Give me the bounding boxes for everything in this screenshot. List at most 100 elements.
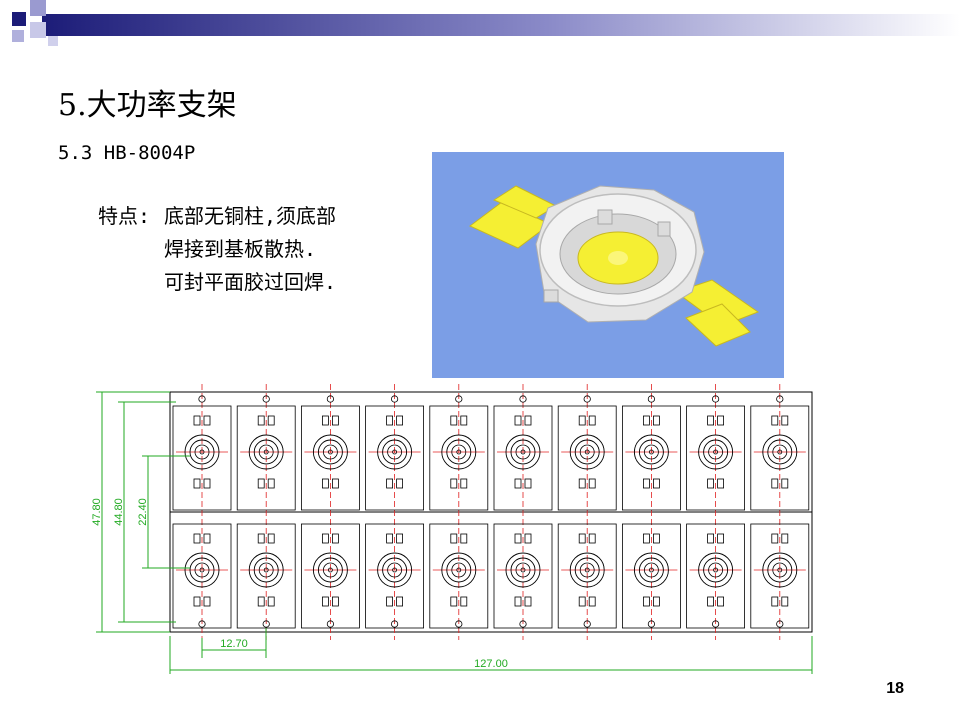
lead-pad (781, 415, 789, 426)
lead-pad (588, 596, 596, 607)
lead-pad (717, 596, 724, 607)
lead-pad (450, 596, 458, 607)
lead-pad (771, 478, 779, 489)
body-inner-ring (446, 557, 472, 583)
sprocket-hole (776, 620, 784, 628)
lead-pad (267, 415, 275, 426)
lead-pad (588, 533, 596, 544)
body-inner-ring (638, 439, 664, 465)
body-post (597, 209, 613, 225)
lead-pad (460, 596, 468, 607)
sprocket-hole (583, 395, 591, 403)
body-inner-ring (510, 557, 536, 583)
feature-row: 可封平面胶过回焊. (98, 266, 336, 299)
sprocket-hole (519, 620, 527, 628)
body-outer-ring (441, 552, 477, 588)
lead-pad (203, 596, 211, 607)
body-inner-ring (253, 439, 279, 465)
lead-pad (460, 415, 468, 426)
cell-frame (750, 405, 810, 511)
sprocket-hole (455, 395, 463, 403)
feature-line: 底部无铜柱,须底部 (164, 204, 337, 228)
die-mark (392, 567, 398, 573)
body-inner-ring (767, 439, 793, 465)
body-inner-ring (317, 439, 343, 465)
dim-total-width: 127.00 (474, 658, 508, 670)
cell-frame (686, 523, 745, 629)
sprocket-hole (519, 395, 527, 403)
body-outer-ring (441, 434, 477, 470)
die-mark (263, 567, 269, 573)
reflector-ring (515, 562, 531, 578)
lead-pad (321, 533, 329, 544)
cell-frame (557, 523, 617, 629)
die-mark (199, 567, 205, 573)
cell-frame (236, 405, 296, 511)
lead-pad (717, 478, 724, 489)
sprocket-hole (326, 620, 334, 628)
sprocket-hole (647, 620, 656, 628)
lead-pad (193, 596, 201, 607)
reflector-ring (194, 444, 210, 460)
body-outer-ring (505, 434, 541, 470)
body-outer-ring (633, 434, 669, 470)
reflector-ring (194, 562, 210, 578)
banner-square (12, 30, 24, 42)
reflector-ring (772, 444, 788, 460)
body-post (657, 221, 671, 237)
feature-label: 特点: (98, 204, 151, 228)
body-outer-ring (184, 552, 220, 588)
lead-pad (396, 415, 404, 426)
cell-frame (686, 405, 745, 511)
die-mark (392, 449, 398, 455)
lead-pad (781, 596, 789, 607)
sprocket-hole (583, 620, 591, 628)
body-inner-ring (317, 557, 343, 583)
product-render-image (432, 152, 784, 378)
lead-pad (450, 415, 458, 426)
body-post (543, 289, 559, 303)
reflector-ring (258, 444, 274, 460)
die-mark (649, 567, 654, 573)
lead-pad (514, 596, 522, 607)
lead-pad (203, 478, 211, 489)
lead-pad (514, 533, 522, 544)
feature-row: 特点: 底部无铜柱,须底部 (98, 200, 336, 233)
body-inner-ring (574, 557, 600, 583)
reflector-ring (322, 444, 338, 460)
lead-pad (771, 415, 779, 426)
reflector-ring (322, 562, 338, 578)
lead-pad (267, 533, 275, 544)
sprocket-hole (262, 395, 270, 403)
lead-pad (653, 415, 660, 426)
cell-frame (172, 523, 232, 629)
reflector-ring (772, 562, 788, 578)
sprocket-hole (198, 395, 206, 403)
body-outer-ring (698, 434, 734, 470)
sprocket-hole (326, 395, 334, 403)
reflector-ring (451, 562, 467, 578)
lead-pad (653, 478, 660, 489)
die-mark (777, 567, 783, 573)
sprocket-hole (198, 620, 206, 628)
header-banner (12, 0, 960, 46)
body-outer-ring (762, 434, 798, 470)
body-inner-ring (189, 439, 215, 465)
body-inner-ring (382, 557, 408, 583)
body-outer-ring (505, 552, 541, 588)
lead-pad (588, 415, 596, 426)
lead-pad (321, 415, 329, 426)
feature-row: 焊接到基板散热. (98, 233, 336, 266)
lead-pad (781, 478, 789, 489)
lead-pad (578, 596, 586, 607)
dim-pitch: 12.70 (220, 638, 248, 650)
reflector-ring (708, 562, 723, 578)
reflector-ring (451, 444, 467, 460)
die-mark (327, 567, 333, 573)
lead-pad (460, 533, 468, 544)
lead-pad (331, 478, 339, 489)
lead-pad (578, 533, 586, 544)
body-inner-ring (382, 439, 408, 465)
lead-pad (386, 415, 394, 426)
body-inner-ring (253, 557, 279, 583)
